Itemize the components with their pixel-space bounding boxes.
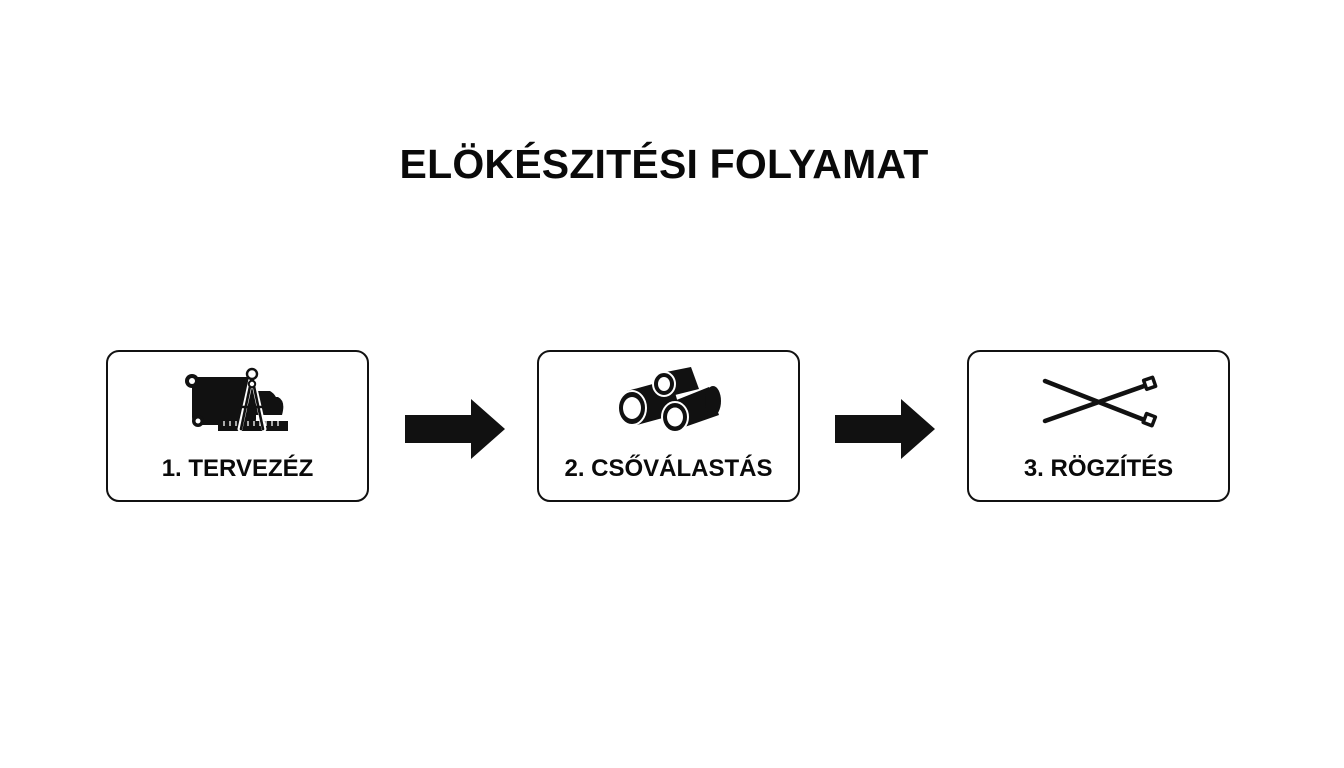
- arrow-right-icon: [835, 399, 935, 459]
- step-pipe-selection: 2. CSŐVÁLASTÁS: [537, 350, 800, 502]
- cable-ties-icon: [1039, 367, 1159, 437]
- blueprint-compass-icon: [178, 367, 298, 437]
- step-fastening: 3. RÖGZÍTÉS: [967, 350, 1230, 502]
- step-planning: 1. TERVEZÉZ: [106, 350, 369, 502]
- step-label: 2. CSŐVÁLASTÁS: [564, 455, 773, 482]
- arrow-right-icon: [405, 399, 505, 459]
- diagram-title: ELÖKÉSZITÉSI FOLYAMAT: [399, 141, 929, 187]
- pipes-icon: [609, 367, 729, 437]
- step-label: 3. RÖGZÍTÉS: [1023, 455, 1174, 482]
- step-label: 1. TERVEZÉZ: [161, 455, 314, 482]
